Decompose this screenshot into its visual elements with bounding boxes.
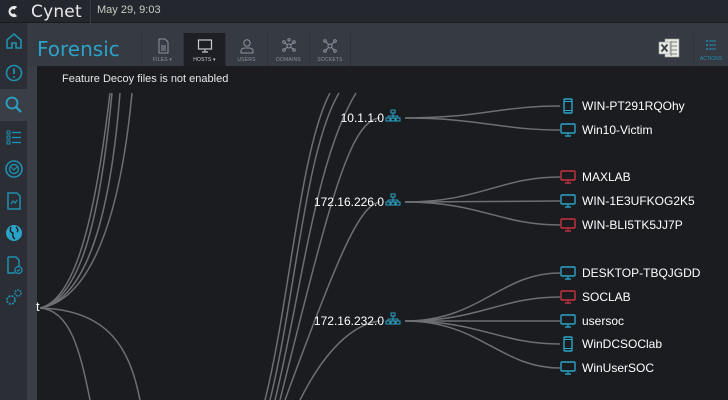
host-name: WIN-1E3UFKOG2K5 (582, 194, 695, 208)
top-bar: Cynet May 29, 9:03 (0, 0, 728, 23)
sidebar-item-deception[interactable] (0, 153, 27, 185)
desktop-icon (560, 361, 576, 375)
tab-label: FILES ▾ (152, 57, 173, 63)
report-icon (6, 192, 21, 210)
root-node-label[interactable]: t (36, 299, 40, 314)
host-name: WinDCSOClab (582, 337, 663, 351)
sidebar-item-forensic[interactable] (0, 89, 27, 121)
brand-name: Cynet (31, 1, 82, 22)
sidebar-item-settings[interactable] (0, 281, 27, 313)
host-node[interactable]: WIN-1E3UFKOG2K5 (560, 192, 695, 210)
search-icon (5, 96, 22, 113)
host-name: WIN-BLI5TK5JJ7P (582, 218, 683, 232)
sidebar-item-home[interactable] (0, 25, 27, 57)
host-node[interactable]: WIN-BLI5TK5JJ7P (560, 216, 683, 234)
sidebar-gutter (27, 23, 37, 400)
datetime: May 29, 9:03 (97, 4, 161, 16)
excel-icon[interactable] (657, 37, 681, 59)
host-node[interactable]: MAXLAB (560, 168, 631, 186)
host-node[interactable]: usersoc (560, 312, 624, 330)
desktop-icon (560, 266, 576, 280)
sockets-icon (323, 39, 337, 53)
sidebar-item-reports[interactable] (0, 185, 27, 217)
page-title: Forensic (37, 37, 120, 61)
host-node[interactable]: DESKTOP-TBQJGDD (560, 264, 700, 282)
host-name: usersoc (582, 314, 625, 328)
alert-icon (5, 64, 22, 82)
user-icon (240, 39, 253, 54)
desktop-alert-icon (560, 218, 576, 232)
host-name: DESKTOP-TBQJGDD (582, 266, 701, 280)
tab-files[interactable]: FILES ▾ (141, 33, 183, 66)
cynet-logo-icon (8, 5, 18, 18)
host-name: Win10-Victim (582, 123, 653, 137)
sidebar-item-audit[interactable] (0, 249, 27, 281)
tab-users[interactable]: USERS (225, 33, 267, 66)
desktop-icon (560, 123, 576, 137)
desktop-alert-icon (560, 290, 576, 304)
sidebar-item-policies[interactable] (0, 121, 27, 153)
desktop-icon (560, 314, 576, 328)
list-icon (706, 40, 716, 50)
monitor-icon (197, 39, 212, 53)
tab-label: USERS (237, 57, 256, 63)
tab-hosts[interactable]: HOSTS ▾ (183, 33, 225, 66)
toolbar (27, 23, 728, 66)
host-name: WinUserSOC (582, 361, 655, 375)
tab-bar: FILES ▾ HOSTS ▾ USERS DOMAINS SOCKETS (141, 33, 351, 66)
file-icon (158, 38, 168, 54)
network-nodes-icon (281, 38, 296, 52)
host-node[interactable]: WinUserSOC (560, 359, 654, 377)
decoy-notice: Feature Decoy files is not enabled (62, 73, 229, 85)
tab-label: DOMAINS (276, 57, 301, 63)
actions-label: ACTIONS (699, 56, 723, 62)
file-check-icon (6, 256, 23, 275)
host-name: WIN-PT291RQOhy (582, 99, 685, 113)
host-node[interactable]: SOCLAB (560, 288, 631, 306)
subnet-node-label[interactable]: 172.16.232.0 (313, 314, 384, 328)
host-node[interactable]: WinDCSOClab (560, 335, 662, 353)
brand[interactable]: Cynet (0, 0, 90, 23)
mobile-device-icon (563, 336, 573, 352)
tab-label: SOCKETS (317, 57, 343, 63)
actions-button[interactable]: ACTIONS (693, 34, 728, 66)
target-icon (4, 160, 23, 178)
graph-canvas[interactable] (37, 66, 728, 400)
tab-label: HOSTS ▾ (193, 57, 216, 63)
checklist-icon (6, 130, 21, 145)
globe-icon (5, 225, 22, 241)
sidebar (0, 23, 27, 400)
gears-icon (5, 289, 22, 305)
host-name: SOCLAB (582, 290, 631, 304)
host-node[interactable]: WIN-PT291RQOhy (560, 97, 685, 115)
home-icon (5, 32, 22, 49)
host-node[interactable]: Win10-Victim (560, 121, 652, 139)
desktop-icon (560, 194, 576, 208)
subnet-node-label[interactable]: 172.16.226.0 (313, 195, 384, 209)
host-name: MAXLAB (582, 170, 631, 184)
subnet-node-label[interactable]: 10.1.1.0 (340, 111, 384, 125)
tab-sockets[interactable]: SOCKETS (309, 33, 351, 66)
mobile-device-icon (563, 98, 573, 114)
divider (90, 0, 91, 23)
tab-domains[interactable]: DOMAINS (267, 33, 309, 66)
sidebar-item-alerts[interactable] (0, 57, 27, 89)
sidebar-item-threat-intel[interactable] (0, 217, 27, 249)
subnet-icon (385, 109, 401, 325)
desktop-alert-icon (560, 170, 576, 184)
